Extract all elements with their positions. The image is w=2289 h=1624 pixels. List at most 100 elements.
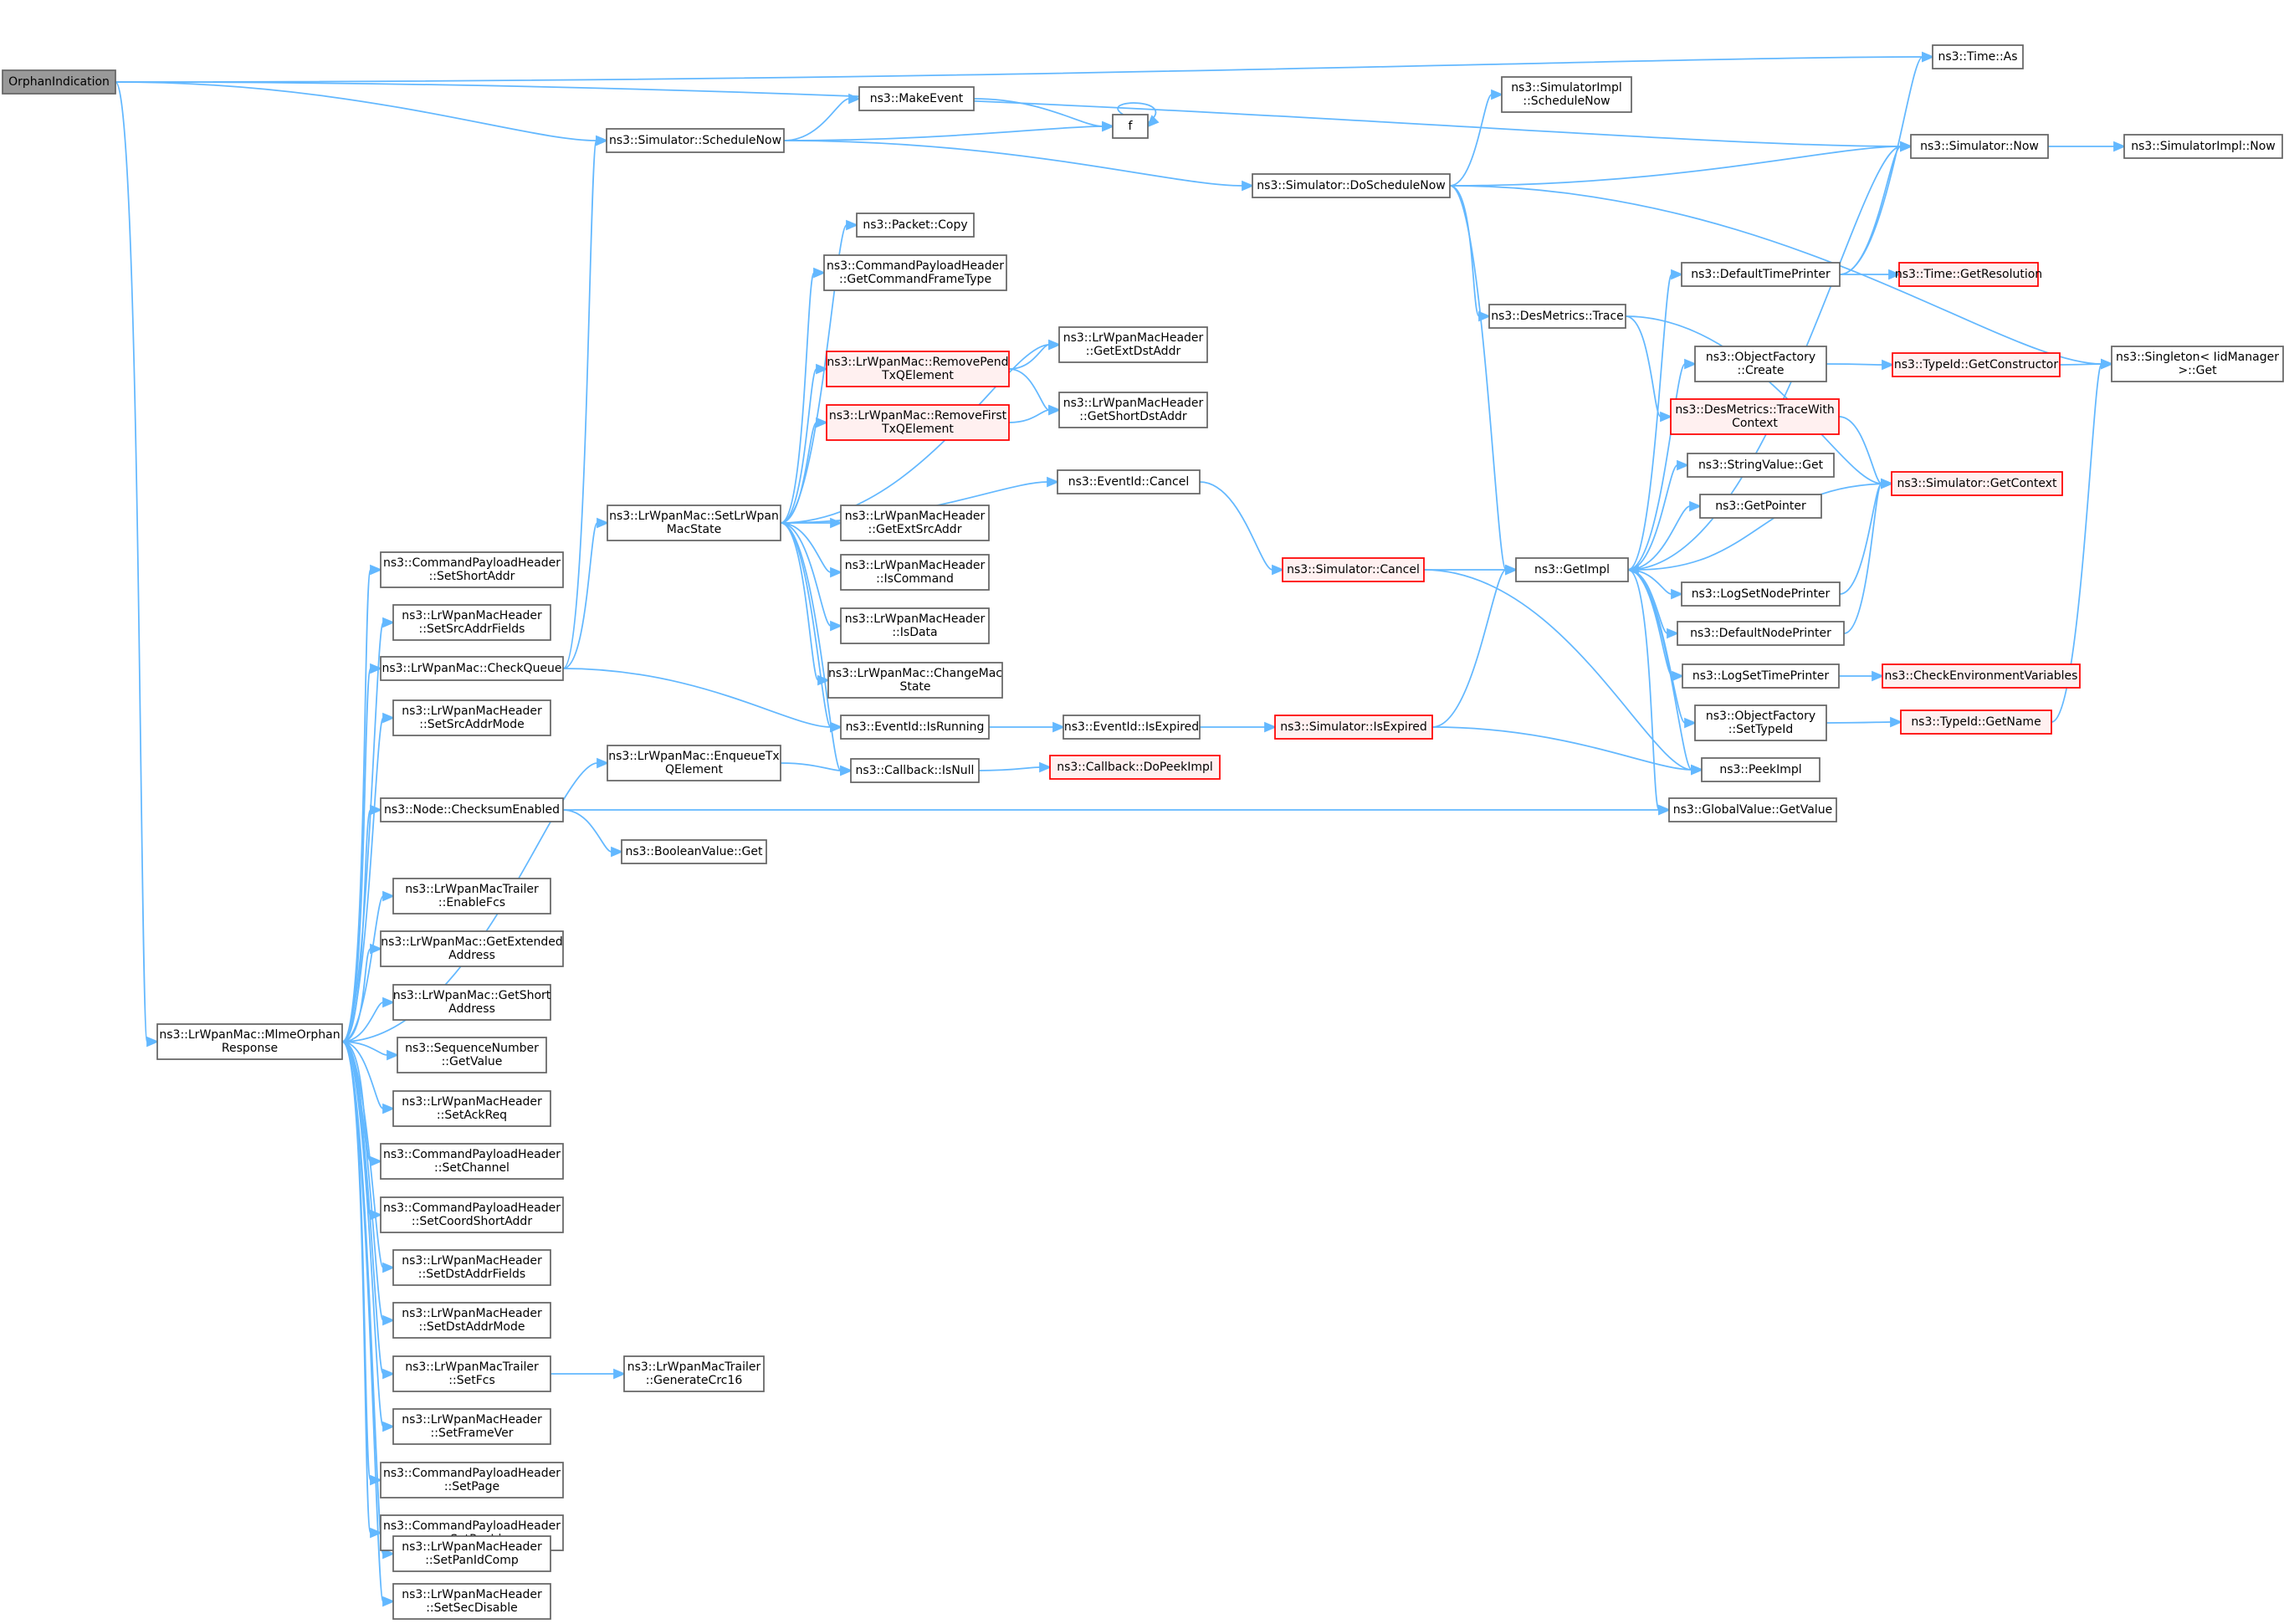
edge-arrowhead — [1478, 310, 1492, 322]
edge-arrowhead — [370, 943, 383, 955]
node-box — [1891, 471, 2063, 496]
node-ns3-simulator-doschedulenow[interactable]: ns3::Simulator::DoScheduleNow — [1252, 173, 1451, 198]
node-label: ns3::DesMetrics::TraceWith — [1675, 403, 1834, 417]
node-ns3-stringvalue-get[interactable]: ns3::StringValue::Get — [1687, 453, 1835, 478]
node-box — [606, 128, 785, 153]
node-ns3-logsettimeprinter[interactable]: ns3::LogSetTimePrinter — [1682, 663, 1840, 689]
node-label: ns3::LrWpanMac::MlmeOrphan — [159, 1028, 340, 1042]
node-ns3-globalvalue-getvalue[interactable]: ns3::GlobalValue::GetValue — [1668, 797, 1837, 822]
node-label: ns3::Singleton< IidManager — [2116, 351, 2279, 364]
edge-arrowhead — [370, 663, 383, 674]
node-ns3-lrwpanmacheader-setsrcaddrmode[interactable]: ns3::LrWpanMacHeader::SetSrcAddrMode — [392, 699, 551, 736]
node-ns3-simulator-isexpired[interactable]: ns3::Simulator::IsExpired — [1274, 715, 1433, 740]
edge-line — [1627, 274, 1672, 571]
node-ns3-lrwpanmacheader-setdstaddrmode[interactable]: ns3::LrWpanMacHeader::SetDstAddrMode — [392, 1302, 551, 1339]
node-ns3-lrwpanmacheader-getextsrcaddr[interactable]: ns3::LrWpanMacHeader::GetExtSrcAddr — [840, 505, 990, 541]
edge-n31-to-n32 — [1826, 359, 1895, 371]
node-ns3-commandpayloadheader-getcommandframetype[interactable]: ns3::CommandPayloadHeader::GetCommandFra… — [823, 254, 1007, 291]
node-label: ns3::GetImpl — [1534, 563, 1610, 576]
edge-line — [562, 668, 832, 728]
node-ns3-simulator-getcontext[interactable]: ns3::Simulator::GetContext — [1891, 471, 2063, 496]
node-ns3-time-getresolution[interactable]: ns3::Time::GetResolution — [1895, 262, 2042, 287]
node-ns3-lrwpanmactrailer-enablefcs[interactable]: ns3::LrWpanMacTrailer::EnableFcs — [392, 878, 551, 914]
node-ns3-lrwpanmacheader-setpanidcomp[interactable]: ns3::LrWpanMacHeader::SetPanIdComp — [392, 1535, 551, 1572]
node-ns3-peekimpl[interactable]: ns3::PeekImpl — [1701, 757, 1820, 782]
node-ns3-commandpayloadheader-setchannel[interactable]: ns3::CommandPayloadHeader::SetChannel — [380, 1143, 564, 1180]
node-ns3-commandpayloadheader-setcoordshortaddr[interactable]: ns3::CommandPayloadHeader::SetCoordShort… — [380, 1196, 564, 1233]
node-ns3-simulator-cancel[interactable]: ns3::Simulator::Cancel — [1282, 557, 1425, 582]
node-ns3-logsetnodeprinter[interactable]: ns3::LogSetNodePrinter — [1681, 581, 1841, 607]
node-ns3-lrwpanmacheader-setdstaddrfields[interactable]: ns3::LrWpanMacHeader::SetDstAddrFields — [392, 1249, 551, 1286]
node-ns3-lrwpanmacheader-setsrcaddrfields[interactable]: ns3::LrWpanMacHeader::SetSrcAddrFields — [392, 604, 551, 641]
edge-arrowhead — [611, 846, 624, 858]
node-ns3-time-as[interactable]: ns3::Time::As — [1932, 44, 2024, 69]
node-ns3-simulatorimpl-now[interactable]: ns3::SimulatorImpl::Now — [2123, 134, 2283, 159]
node-ns3-lrwpanmacheader-setackreq[interactable]: ns3::LrWpanMacHeader::SetAckReq — [392, 1090, 551, 1127]
node-label: ::SetSecDisable — [426, 1601, 518, 1615]
node-ns3-commandpayloadheader-setpage[interactable]: ns3::CommandPayloadHeader::SetPage — [380, 1462, 564, 1498]
edge-n0-to-n3 — [115, 81, 609, 146]
edge-arrowhead — [1146, 115, 1160, 128]
node-ns3-commandpayloadheader-setshortaddr[interactable]: ns3::CommandPayloadHeader::SetShortAddr — [380, 551, 564, 588]
node-f[interactable]: f — [1112, 114, 1149, 139]
node-ns3-packet-copy[interactable]: ns3::Packet::Copy — [856, 213, 975, 238]
node-ns3-sequencenumber-getvalue[interactable]: ns3::SequenceNumber::GetValue — [397, 1037, 547, 1073]
node-box — [380, 1462, 564, 1498]
edge-arrowhead — [1264, 721, 1278, 733]
node-ns3-defaultnodeprinter[interactable]: ns3::DefaultNodePrinter — [1677, 621, 1845, 646]
node-box — [1063, 715, 1201, 740]
node-ns3-lrwpanmacheader-getextdstaddr[interactable]: ns3::LrWpanMacHeader::GetExtDstAddr — [1058, 326, 1208, 363]
edge-n17-to-n15 — [780, 417, 829, 524]
node-ns3-typeid-getconstructor[interactable]: ns3::TypeId::GetConstructor — [1892, 352, 2061, 377]
node-ns3-simulatorimpl-schedulenow[interactable]: ns3::SimulatorImpl::ScheduleNow — [1501, 76, 1632, 113]
node-ns3-desmetrics-trace[interactable]: ns3::DesMetrics::Trace — [1488, 304, 1626, 329]
node-ns3-node-checksumenabled[interactable]: ns3::Node::ChecksumEnabled — [380, 797, 564, 822]
node-label: TxQElement — [881, 369, 954, 382]
node-ns3-callback-dopeekimpl[interactable]: ns3::Callback::DoPeekImpl — [1049, 755, 1221, 780]
node-ns3-simulator-schedulenow[interactable]: ns3::Simulator::ScheduleNow — [606, 128, 785, 153]
node-ns3-callback-isnull[interactable]: ns3::Callback::IsNull — [850, 758, 980, 783]
node-ns3-lrwpanmacheader-isdata[interactable]: ns3::LrWpanMacHeader::IsData — [840, 607, 990, 644]
node-label: ns3::LrWpanMac::ChangeMac — [828, 667, 1002, 680]
edge-arrowhead — [1667, 628, 1680, 639]
node-ns3-lrwpanmac-checkqueue[interactable]: ns3::LrWpanMac::CheckQueue — [380, 656, 564, 681]
node-ns3-lrwpanmactrailer-setfcs[interactable]: ns3::LrWpanMacTrailer::SetFcs — [392, 1355, 551, 1392]
node-ns3-defaulttimeprinter[interactable]: ns3::DefaultTimePrinter — [1681, 262, 1841, 287]
node-ns3-eventid-cancel[interactable]: ns3::EventId::Cancel — [1057, 469, 1201, 494]
node-label: ns3::LrWpanMac::RemovePend — [827, 356, 1008, 369]
node-ns3-booleanvalue-get[interactable]: ns3::BooleanValue::Get — [621, 839, 767, 864]
node-ns3-singleton-iidmanager-get[interactable]: ns3::Singleton< IidManager>::Get — [2111, 346, 2284, 382]
node-ns3-checkenvironmentvariables[interactable]: ns3::CheckEnvironmentVariables — [1882, 663, 2081, 689]
edge-line — [562, 140, 597, 669]
node-ns3-lrwpanmacheader-setsecdisable[interactable]: ns3::LrWpanMacHeader::SetSecDisable — [392, 1583, 551, 1620]
edge-arrowhead — [848, 93, 862, 105]
node-ns3-lrwpanmacheader-iscommand[interactable]: ns3::LrWpanMacHeader::IsCommand — [840, 554, 990, 591]
node-ns3-simulator-now[interactable]: ns3::Simulator::Now — [1910, 134, 2049, 159]
node-ns3-typeid-getname[interactable]: ns3::TypeId::GetName — [1900, 710, 2052, 735]
node-ns3-lrwpanmactrailer-generatecrc16[interactable]: ns3::LrWpanMacTrailer::GenerateCrc16 — [623, 1355, 765, 1392]
node-ns3-eventid-isexpired[interactable]: ns3::EventId::IsExpired — [1063, 715, 1201, 740]
edge-line — [1826, 721, 1892, 724]
node-orphanindication[interactable]: OrphanIndication — [2, 69, 116, 95]
edge-line — [115, 81, 148, 1043]
node-label: ::SetShortAddr — [429, 570, 515, 583]
node-ns3-getimpl[interactable]: ns3::GetImpl — [1515, 557, 1629, 582]
node-ns3-getpointer[interactable]: ns3::GetPointer — [1699, 494, 1822, 519]
node-ns3-lrwpanmacheader-getshortdstaddr[interactable]: ns3::LrWpanMacHeader::GetShortDstAddr — [1058, 392, 1208, 428]
node-ns3-objectfactory-create[interactable]: ns3::ObjectFactory::Create — [1694, 346, 1827, 382]
node-ns3-makeevent[interactable]: ns3::MakeEvent — [858, 86, 975, 111]
node-label: ::GetValue — [442, 1055, 503, 1068]
edge-arrowhead — [382, 617, 396, 628]
node-ns3-lrwpanmacheader-setframever[interactable]: ns3::LrWpanMacHeader::SetFrameVer — [392, 1408, 551, 1445]
node-ns3-eventid-isrunning[interactable]: ns3::EventId::IsRunning — [840, 715, 990, 740]
node-ns3-objectfactory-settypeid[interactable]: ns3::ObjectFactory::SetTypeId — [1694, 704, 1827, 741]
